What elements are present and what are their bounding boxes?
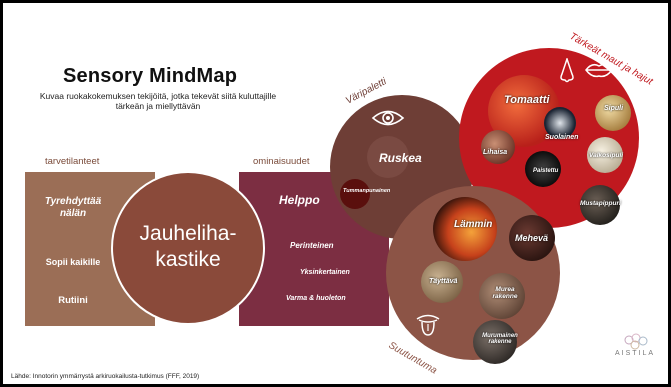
- brand-logo: AISTILA: [615, 350, 656, 357]
- need-item-3: Rutiini: [58, 295, 88, 306]
- lips-icon: [585, 63, 613, 78]
- mouth-item-4: Murea rakenne: [492, 286, 518, 300]
- attribute-item-4: Varma & huoleton: [286, 295, 346, 302]
- pan-photo: [525, 151, 561, 187]
- nose-icon: [560, 58, 574, 83]
- taste-item-2: Sipuli: [604, 105, 624, 112]
- eye-icon: [371, 110, 405, 126]
- need-item-1: Tyrehdyttää nälän: [44, 196, 102, 219]
- color-main: Ruskea: [379, 151, 422, 165]
- tender-photo: [479, 273, 525, 319]
- fire-photo: [433, 197, 497, 261]
- slide: Sensory MindMap Kuvaa ruokakokemuksen te…: [3, 3, 668, 384]
- mouth-item-2: Mehevä: [515, 233, 549, 243]
- taste-item-1: Tomaatti: [504, 94, 550, 106]
- center-circle: [111, 171, 265, 325]
- color-sub: Tummanpunainen: [343, 188, 391, 194]
- taste-item-5: Paistettu: [533, 168, 559, 174]
- brown-swatch: [367, 136, 409, 178]
- crumble-photo: [473, 320, 517, 364]
- mouth-item-5: Murumainen rakenne: [482, 333, 518, 345]
- onion-photo: [595, 95, 631, 131]
- meatball-photo: [509, 215, 555, 261]
- salt-photo: [544, 107, 576, 139]
- bread-photo: [421, 261, 463, 303]
- need-item-2: Sopii kaikille: [45, 257, 101, 267]
- source-note: Lähde: Innotorin ymmärrystä arkiruokailu…: [11, 373, 200, 380]
- dark-red-swatch: [340, 179, 370, 209]
- right-header: ominaisuudet: [253, 156, 310, 167]
- meat-photo: [481, 130, 515, 164]
- page-title: Sensory MindMap: [63, 65, 238, 87]
- garlic-photo: [587, 137, 623, 173]
- pepper-photo: [580, 185, 620, 225]
- center-label: Jauheliha-kastike: [139, 222, 237, 271]
- mouth-item-3: Täyttävä: [429, 278, 458, 285]
- subtitle: Kuvaa ruokakokemuksen tekijöitä, jotka t…: [39, 91, 277, 111]
- flower-logo-icon: [624, 333, 648, 350]
- taste-item-7: Mustapippuri: [580, 200, 621, 207]
- mouth-tongue-icon: [416, 314, 440, 336]
- taste-item-6: Valkosipuli: [589, 152, 624, 159]
- attribute-item-1: Helppo: [279, 193, 320, 207]
- mouth-item-1: Lämmin: [454, 219, 493, 230]
- left-header: tarvetilanteet: [45, 156, 100, 167]
- taste-item-3: Suolainen: [545, 134, 579, 141]
- attribute-item-3: Yksinkertainen: [300, 269, 350, 276]
- attribute-item-2: Perinteinen: [290, 241, 334, 250]
- taste-item-4: Lihaisa: [483, 149, 508, 156]
